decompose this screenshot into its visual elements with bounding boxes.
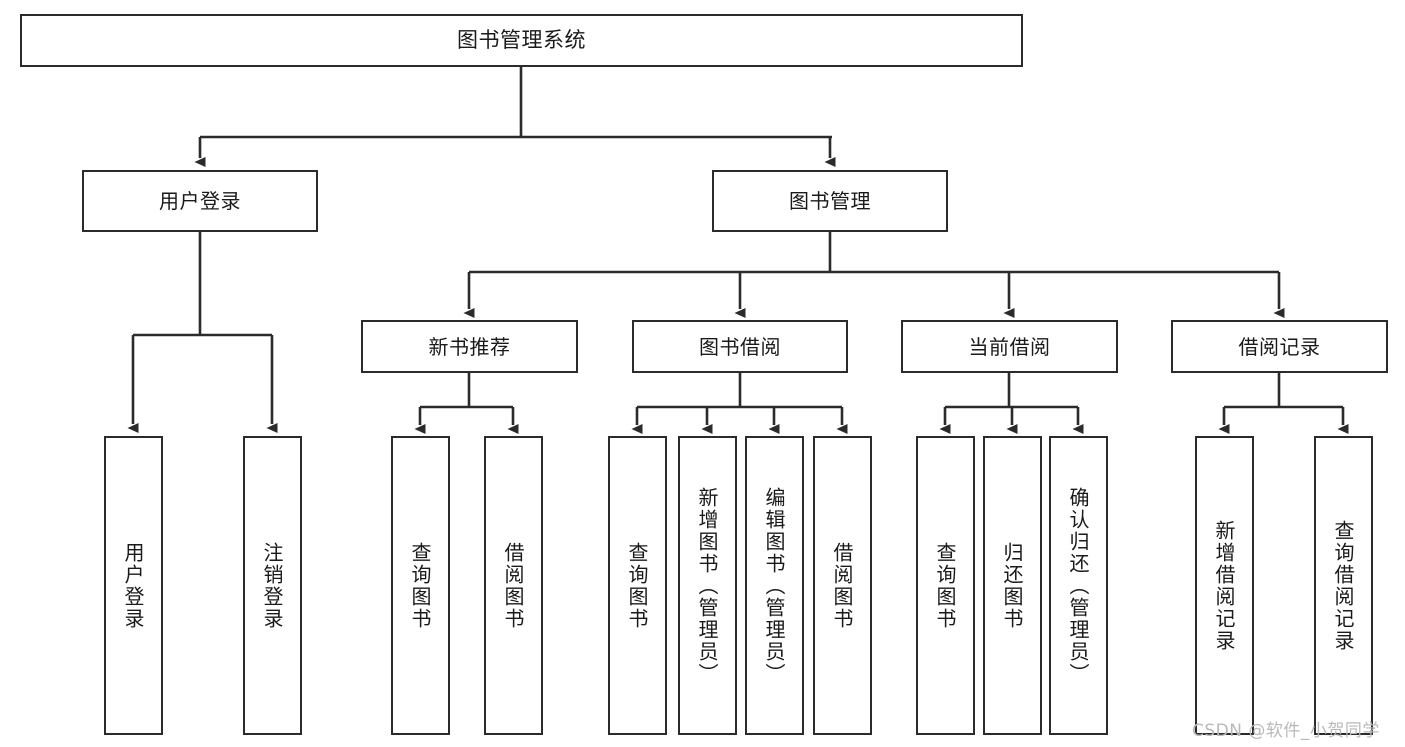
node-current-borrow[interactable]: 当前借阅	[901, 320, 1118, 373]
node-book-borrow[interactable]: 图书借阅	[632, 320, 848, 373]
node-leaf-query-book-borrow-label: 查询图书	[625, 541, 649, 630]
node-leaf-user-login-label: 用户登录	[121, 541, 145, 630]
node-leaf-query-book-recommend-label: 查询图书	[408, 541, 432, 630]
node-leaf-edit-book-admin-label: 编辑图书（管理员）	[762, 486, 786, 685]
node-leaf-query-book-current-label: 查询图书	[933, 541, 957, 630]
node-borrow-records-label: 借阅记录	[1238, 334, 1321, 359]
node-new-book-recommend-label: 新书推荐	[428, 334, 511, 359]
node-leaf-borrow-book-recommend-label: 借阅图书	[501, 541, 525, 630]
node-user-login-label: 用户登录	[159, 189, 241, 213]
node-leaf-user-login[interactable]: 用户登录	[104, 436, 163, 735]
edge-group-user-login	[127, 232, 278, 433]
node-leaf-borrow-book-recommend[interactable]: 借阅图书	[484, 436, 543, 735]
node-leaf-add-book-admin[interactable]: 新增图书（管理员）	[678, 436, 737, 735]
edge-group-new-book-recommend	[414, 373, 519, 434]
node-leaf-query-borrow-record[interactable]: 查询借阅记录	[1314, 436, 1373, 735]
node-new-book-recommend[interactable]: 新书推荐	[361, 320, 578, 373]
node-root-label: 图书管理系统	[457, 27, 586, 52]
node-root[interactable]: 图书管理系统	[20, 14, 1023, 67]
csdn-watermark: CSDN @软件_小贺同学	[1192, 721, 1380, 741]
edge-group-current-borrow	[939, 373, 1084, 434]
node-leaf-edit-book-admin[interactable]: 编辑图书（管理员）	[745, 436, 804, 735]
node-leaf-query-book-current[interactable]: 查询图书	[916, 436, 975, 735]
edge-group-borrow-records	[1218, 373, 1349, 434]
node-leaf-borrow-book-label: 借阅图书	[830, 541, 854, 630]
node-book-borrow-label: 图书借阅	[699, 334, 781, 359]
node-leaf-query-book-recommend[interactable]: 查询图书	[391, 436, 450, 735]
node-borrow-records[interactable]: 借阅记录	[1171, 320, 1388, 373]
node-leaf-add-borrow-record[interactable]: 新增借阅记录	[1195, 436, 1254, 735]
node-leaf-return-book-label: 归还图书	[1000, 541, 1024, 630]
node-leaf-logout[interactable]: 注销登录	[243, 436, 302, 735]
edge-group-book-management	[463, 232, 1285, 318]
node-leaf-confirm-return-admin[interactable]: 确认归还（管理员）	[1049, 436, 1108, 735]
node-leaf-add-borrow-record-label: 新增借阅记录	[1212, 519, 1236, 652]
node-leaf-query-borrow-record-label: 查询借阅记录	[1331, 519, 1355, 652]
node-leaf-logout-label: 注销登录	[260, 541, 284, 630]
node-leaf-add-book-admin-label: 新增图书（管理员）	[695, 486, 719, 685]
node-leaf-query-book-borrow[interactable]: 查询图书	[608, 436, 667, 735]
edge-group-root	[194, 67, 836, 167]
node-leaf-confirm-return-admin-label: 确认归还（管理员）	[1066, 486, 1090, 685]
node-current-borrow-label: 当前借阅	[968, 334, 1051, 359]
edge-group-book-borrow	[631, 373, 848, 434]
node-book-management-label: 图书管理	[789, 189, 871, 213]
node-leaf-borrow-book[interactable]: 借阅图书	[813, 436, 872, 735]
node-leaf-return-book[interactable]: 归还图书	[983, 436, 1042, 735]
node-user-login[interactable]: 用户登录	[82, 170, 318, 232]
node-book-management[interactable]: 图书管理	[712, 170, 948, 232]
